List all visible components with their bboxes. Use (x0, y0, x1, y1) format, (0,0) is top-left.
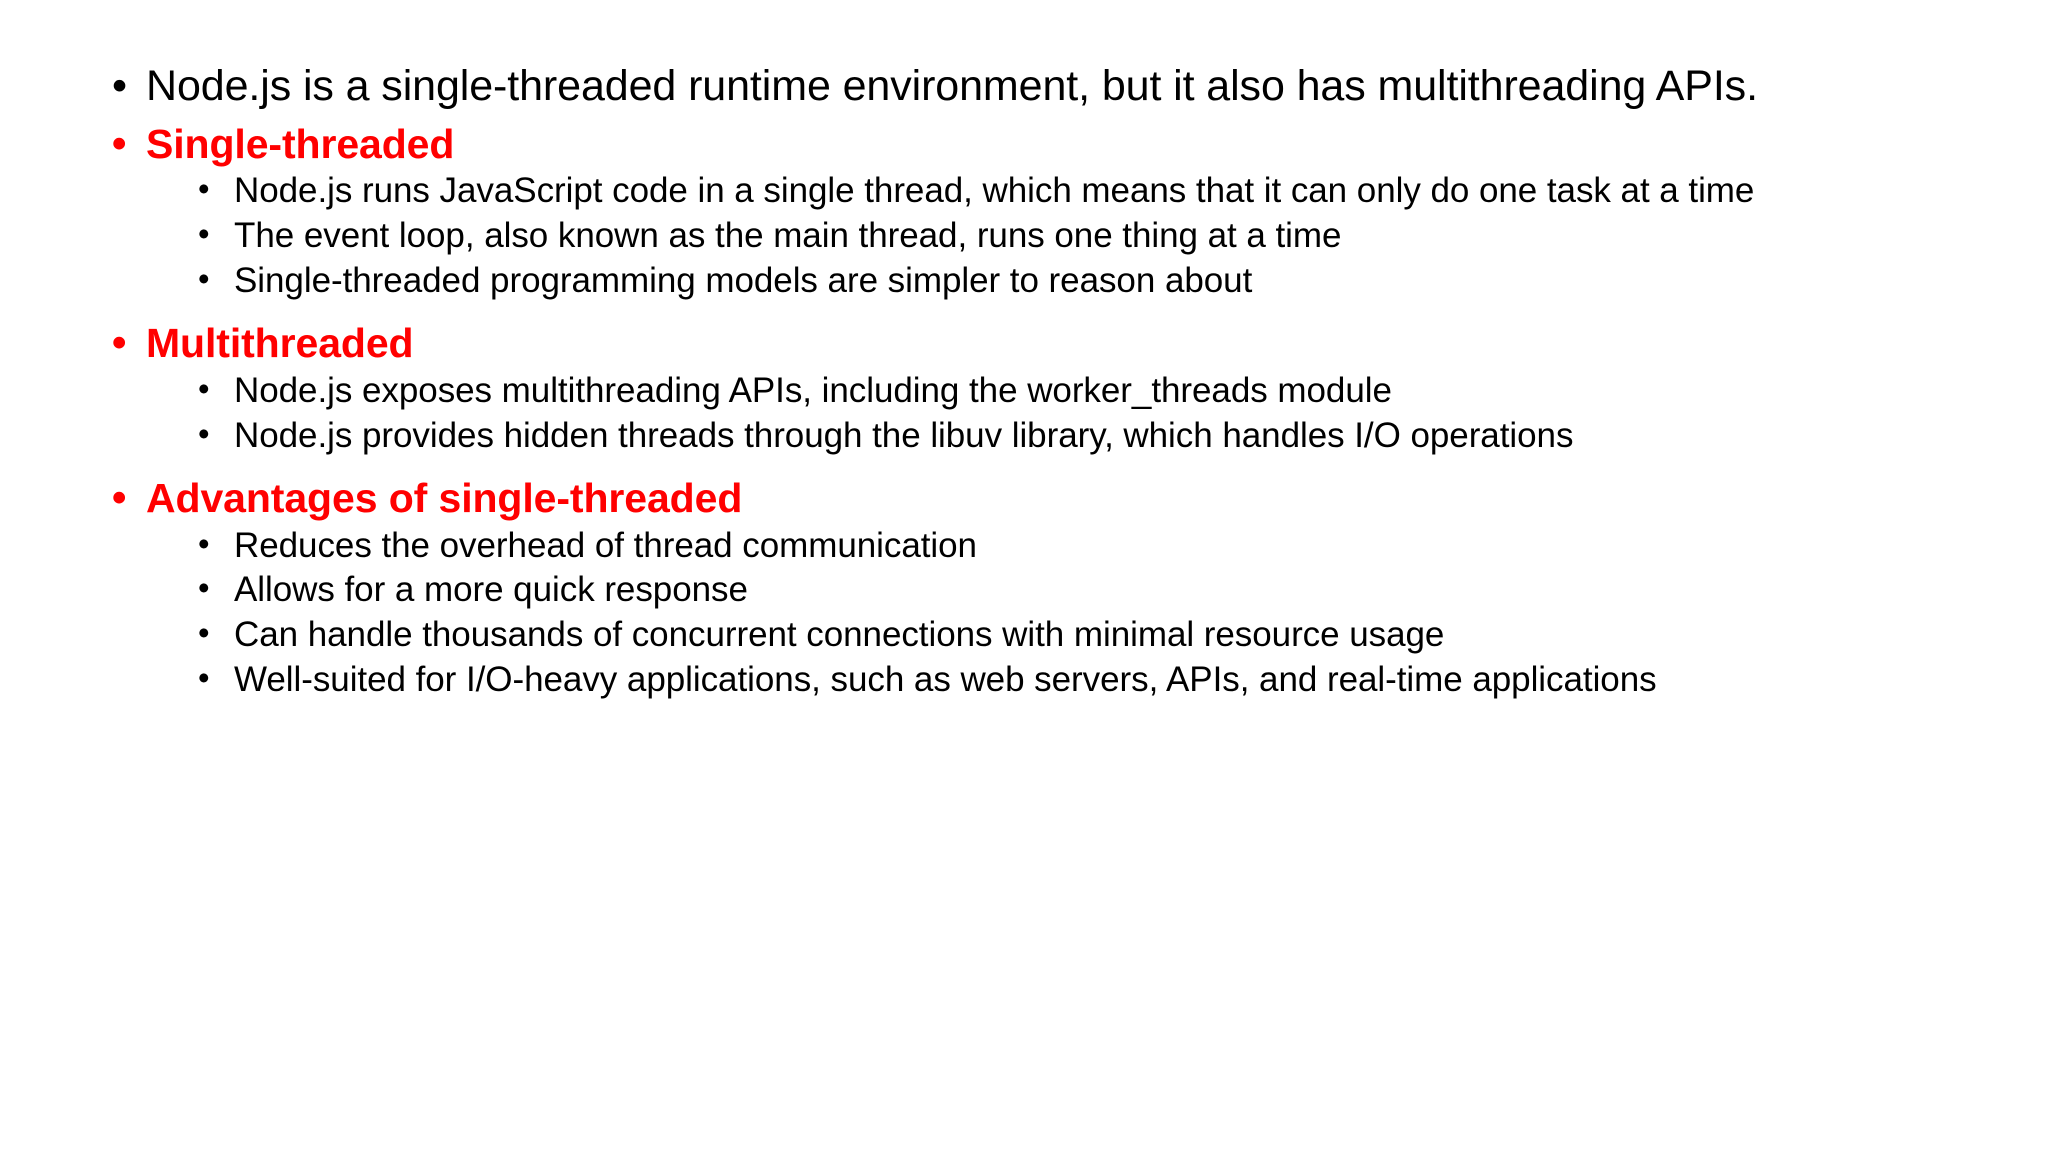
bullet-marker-icon: • (198, 569, 210, 607)
list-item: • Node.js runs JavaScript code in a sing… (188, 169, 1978, 211)
list-item-text: Node.js provides hidden threads through … (234, 415, 1574, 455)
bullet-marker-icon: • (198, 524, 210, 562)
section-advantages: • Advantages of single-threaded • Reduce… (104, 474, 1978, 700)
section-spacer (104, 460, 1978, 465)
list-item: • The event loop, also known as the main… (188, 214, 1978, 256)
list-item-text: Node.js exposes multithreading APIs, inc… (234, 370, 1392, 410)
section-heading-text: Multithreaded (146, 320, 414, 367)
list-item-text: Allows for a more quick response (234, 570, 748, 610)
bullet-marker-icon: • (112, 474, 127, 521)
section-heading-multithreaded: • Multithreaded (104, 319, 1978, 368)
bullet-marker-icon: • (112, 319, 127, 366)
list-item: • Can handle thousands of concurrent con… (188, 614, 1978, 655)
bullet-marker-icon: • (198, 614, 210, 652)
bullet-marker-icon: • (112, 119, 127, 166)
bullet-marker-icon: • (198, 369, 210, 407)
list-item-text: Well-suited for I/O-heavy applications, … (234, 660, 1657, 700)
section-heading-text: Single-threaded (146, 120, 455, 167)
bullet-marker-icon: • (198, 259, 210, 297)
list-item-text: Single-threaded programming models are s… (234, 260, 1253, 300)
list-item-text: Node.js runs JavaScript code in a single… (234, 170, 1755, 210)
bullet-marker-icon: • (112, 62, 127, 110)
section-single-threaded: • Single-threaded • Node.js runs JavaScr… (104, 120, 1978, 301)
list-item-text: Reduces the overhead of thread communica… (234, 525, 977, 565)
section-heading-text: Advantages of single-threaded (146, 475, 743, 522)
intro-bullet: • Node.js is a single-threaded runtime e… (104, 62, 1978, 111)
section-multithreaded: • Multithreaded • Node.js exposes multit… (104, 319, 1978, 455)
bullet-marker-icon: • (198, 214, 210, 252)
section-spacer (104, 305, 1978, 310)
section-heading-single-threaded: • Single-threaded (104, 120, 1978, 169)
bullet-marker-icon: • (198, 659, 210, 697)
slide-content: • Node.js is a single-threaded runtime e… (104, 62, 1978, 700)
list-item: • Well-suited for I/O-heavy applications… (188, 659, 1978, 700)
list-item: • Node.js provides hidden threads throug… (188, 414, 1978, 456)
list-item: • Single-threaded programming models are… (188, 259, 1978, 301)
intro-bullet-text: Node.js is a single-threaded runtime env… (146, 62, 1758, 110)
bullet-marker-icon: • (198, 169, 210, 207)
list-item: • Reduces the overhead of thread communi… (188, 524, 1978, 566)
list-item-text: Can handle thousands of concurrent conne… (234, 615, 1445, 655)
section-heading-advantages: • Advantages of single-threaded (104, 474, 1978, 523)
bullet-marker-icon: • (198, 414, 210, 452)
list-item: • Allows for a more quick response (188, 569, 1978, 610)
list-item: • Node.js exposes multithreading APIs, i… (188, 369, 1978, 411)
list-item-text: The event loop, also known as the main t… (234, 215, 1342, 255)
